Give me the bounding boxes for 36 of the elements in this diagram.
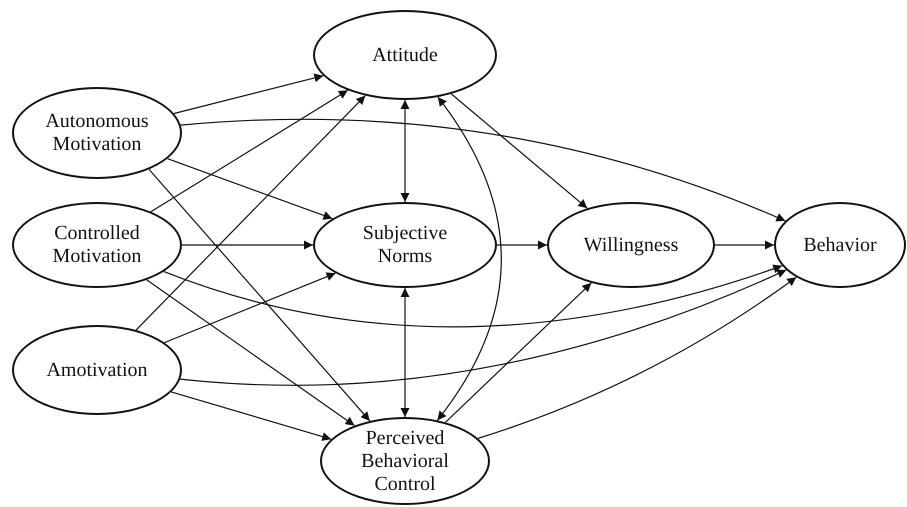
node-label: Controlled Motivation (52, 222, 142, 268)
arrow (715, 240, 774, 250)
node-label: Behavior (803, 234, 877, 256)
arrow (174, 74, 324, 114)
node-label: Attitude (372, 44, 438, 66)
arrow (182, 240, 313, 250)
arrow (478, 276, 797, 439)
arrow (400, 288, 410, 417)
ellipse-node (313, 202, 497, 288)
ellipse-node (12, 325, 182, 415)
arrow (146, 279, 355, 426)
arrow (180, 118, 786, 222)
node-label: Subjective Norms (362, 222, 448, 268)
arrow (450, 93, 588, 209)
ellipse-node (774, 202, 906, 288)
arrow (171, 391, 332, 441)
ellipse-node (12, 202, 182, 288)
ellipse-node (320, 417, 490, 505)
node-label: Autonomous Motivation (44, 110, 150, 156)
arrow (136, 95, 366, 330)
arrow (148, 168, 370, 422)
ellipse-node (547, 202, 715, 288)
node-label: Perceived Behavioral Control (360, 426, 450, 496)
arrow (497, 240, 547, 250)
arrow (164, 264, 782, 328)
arrow (180, 269, 786, 386)
node-label: Willingness (584, 234, 678, 256)
arrow (164, 272, 336, 344)
arrow (400, 100, 410, 202)
node-label: Amotivation (46, 358, 148, 382)
arrow (167, 158, 333, 220)
arrow (436, 96, 502, 421)
ellipse-node (313, 10, 497, 100)
arrow (150, 90, 348, 212)
arrow (445, 282, 592, 423)
ellipse-node (12, 87, 182, 179)
